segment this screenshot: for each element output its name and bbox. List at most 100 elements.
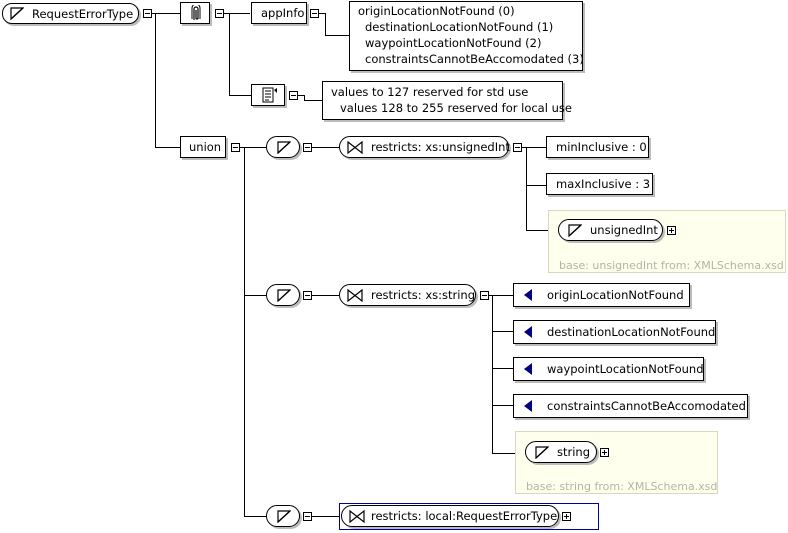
member-type-2[interactable] (266, 284, 300, 306)
connector (304, 95, 305, 100)
selection-frame (339, 503, 599, 530)
connector (526, 185, 546, 186)
connector (155, 147, 180, 148)
connector (311, 147, 339, 148)
enumeration-icon (524, 289, 532, 301)
restriction-icon (347, 289, 363, 302)
documentation-icon (262, 87, 277, 103)
facet-max-inclusive[interactable]: maxInclusive : 3 (546, 173, 653, 195)
union-node[interactable]: union (180, 136, 226, 158)
paperclip-icon (191, 5, 201, 20)
connector (325, 13, 326, 35)
documentation-node[interactable] (251, 84, 285, 106)
facet-min-inclusive[interactable]: minInclusive : 0 (546, 136, 649, 158)
facet-label: maxInclusive : 3 (556, 177, 651, 191)
enumeration-icon (524, 400, 532, 412)
connector (492, 295, 493, 453)
collapse-toggle[interactable] (480, 291, 489, 300)
connector (311, 516, 339, 517)
documentation-content: values to 127 reserved for std use value… (322, 81, 572, 120)
annotation-node[interactable] (180, 2, 210, 24)
collapse-toggle[interactable] (231, 143, 240, 152)
expand-toggle[interactable] (667, 226, 676, 235)
simple-type-icon (277, 141, 291, 154)
connector (244, 516, 266, 517)
appinfo-line: constraintsCannotBeAccomodated (3) (365, 52, 584, 66)
base-type-label: unsignedInt (590, 223, 658, 237)
appinfo-line: destinationLocationNotFound (1) (365, 20, 554, 34)
appinfo-node[interactable]: appInfo (251, 2, 307, 24)
base-type-string[interactable]: string (525, 441, 597, 463)
collapse-toggle[interactable] (215, 9, 224, 18)
connector (492, 331, 513, 332)
simple-type-icon (277, 289, 291, 302)
collapse-toggle[interactable] (310, 9, 319, 18)
enumeration-item[interactable]: waypointLocationNotFound (513, 357, 704, 381)
documentation-line: values 128 to 255 reserved for local use (340, 101, 572, 115)
appinfo-line: originLocationNotFound (0) (358, 4, 515, 18)
connector (155, 13, 156, 147)
connector (526, 230, 558, 231)
union-label: union (189, 140, 222, 154)
simple-type-icon (535, 446, 549, 459)
root-type-node[interactable]: RequestErrorType (2, 3, 139, 24)
base-note: base: unsignedInt from: XMLSchema.xsd (559, 259, 784, 272)
collapse-toggle[interactable] (289, 91, 298, 100)
enumeration-label: destinationLocationNotFound (547, 325, 716, 339)
expand-toggle[interactable] (562, 512, 571, 521)
restriction-icon (347, 141, 363, 154)
restriction-string[interactable]: restricts: xs:string (339, 284, 476, 306)
collapse-toggle[interactable] (303, 512, 312, 521)
connector (304, 100, 322, 101)
member-type-3[interactable] (266, 505, 300, 527)
appinfo-line: waypointLocationNotFound (2) (365, 36, 542, 50)
appinfo-label: appInfo (261, 6, 305, 20)
restriction-label: restricts: xs:string (371, 288, 476, 302)
connector (317, 13, 325, 14)
enumeration-icon (524, 363, 532, 375)
connector (487, 295, 513, 296)
connector (244, 295, 266, 296)
connector (244, 147, 245, 516)
base-type-label: string (557, 445, 591, 459)
restriction-icon (349, 510, 365, 523)
appinfo-content: originLocationNotFound (0) destinationLo… (349, 1, 584, 71)
enumeration-label: constraintsCannotBeAccomodated (547, 399, 746, 413)
collapse-toggle[interactable] (143, 9, 152, 18)
connector (492, 368, 513, 369)
restriction-label: restricts: xs:unsignedInt (371, 140, 510, 154)
member-type-1[interactable] (266, 136, 300, 158)
simple-type-icon (277, 510, 291, 523)
connector (222, 13, 250, 14)
connector (229, 95, 251, 96)
connector (526, 147, 527, 230)
simple-type-icon (10, 7, 24, 20)
enumeration-item[interactable]: originLocationNotFound (513, 283, 690, 307)
enumeration-label: originLocationNotFound (547, 288, 684, 302)
connector (520, 147, 546, 148)
enumeration-item[interactable]: constraintsCannotBeAccomodated (513, 394, 748, 418)
connector (492, 405, 513, 406)
collapse-toggle[interactable] (303, 143, 312, 152)
root-type-name: RequestErrorType (32, 7, 134, 21)
restriction-label: restricts: local:RequestErrorType (371, 509, 558, 523)
base-type-unsignedint[interactable]: unsignedInt (558, 219, 663, 241)
documentation-line: values to 127 reserved for std use (331, 85, 529, 99)
base-note: base: string from: XMLSchema.xsd (526, 480, 718, 493)
connector (325, 35, 349, 36)
expand-toggle[interactable] (600, 448, 609, 457)
restriction-unsignedint[interactable]: restricts: xs:unsignedInt (339, 136, 510, 158)
collapse-toggle[interactable] (513, 143, 522, 152)
restriction-local-type[interactable]: restricts: local:RequestErrorType (341, 505, 559, 527)
connector (296, 95, 304, 96)
simple-type-icon (568, 224, 582, 237)
connector (229, 13, 230, 96)
connector (240, 147, 266, 148)
connector (311, 295, 339, 296)
collapse-toggle[interactable] (303, 291, 312, 300)
enumeration-label: waypointLocationNotFound (547, 362, 704, 376)
connector (492, 453, 525, 454)
enumeration-icon (524, 326, 532, 338)
connector (152, 13, 180, 14)
enumeration-item[interactable]: destinationLocationNotFound (513, 320, 716, 344)
